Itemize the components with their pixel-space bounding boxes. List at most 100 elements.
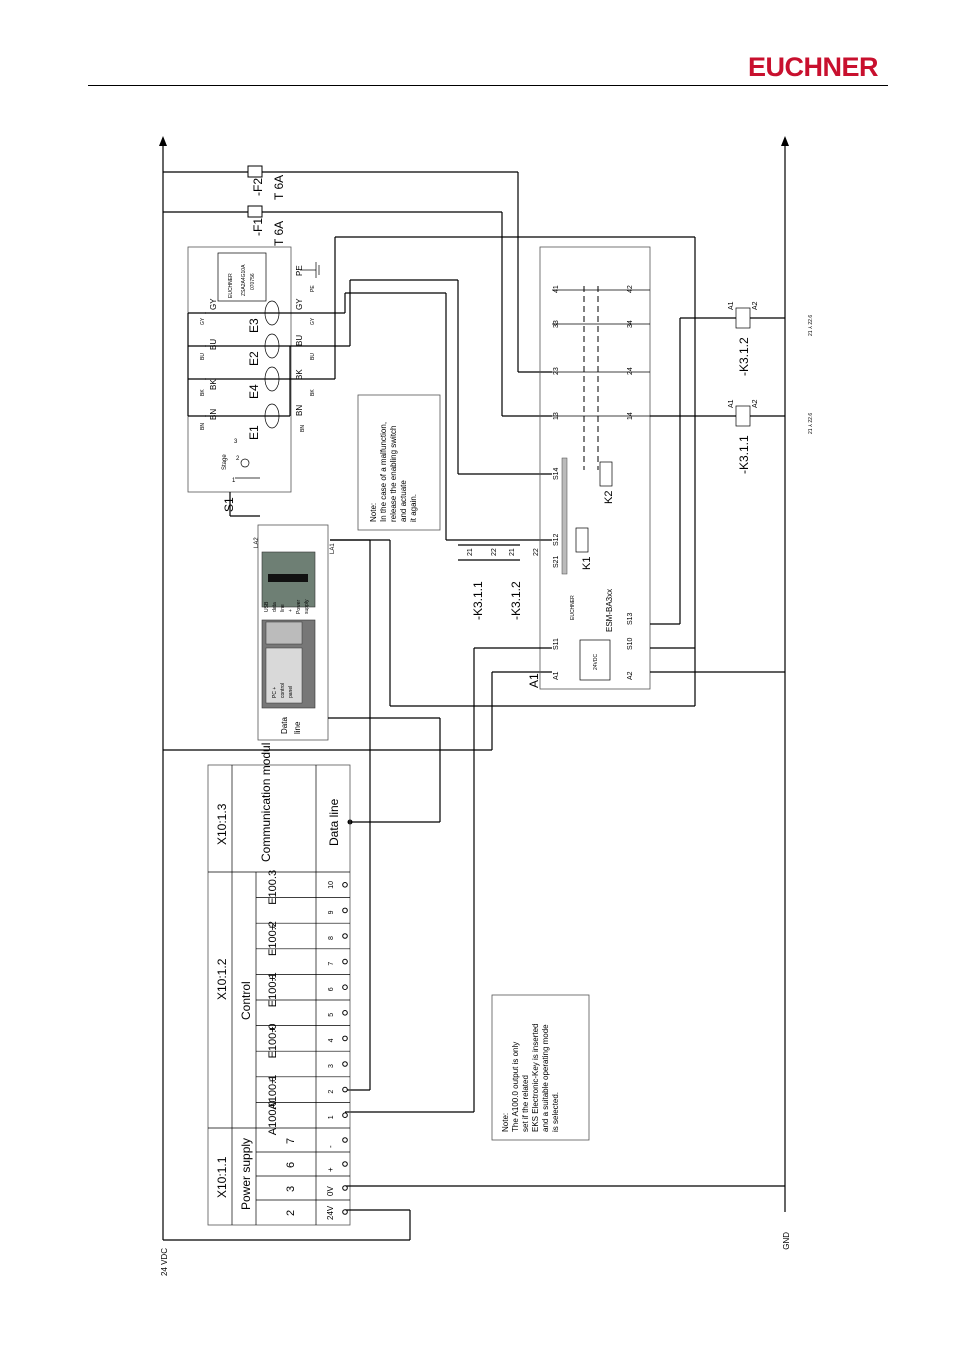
fuse-f1: -F1 T 6A [163,205,552,417]
control-signal: E100.1 [267,972,279,1007]
ground-rail-label: GND [782,1232,791,1250]
svg-text:24: 24 [627,367,634,375]
control-signal: E100.2 [267,921,279,956]
svg-text:A1: A1 [553,671,560,680]
contact-refs: -K3.1.1 -K3.1.2 21 22 21 22 [458,544,540,620]
relay-module-a1: A1 ESM-BA3xx EUCHNER 24VDC 13 23 33 41 1… [527,246,651,690]
svg-text:21 ⅄ 22.6: 21 ⅄ 22.6 [808,413,814,434]
svg-text:S14: S14 [553,467,560,480]
note-output: Note: The A100.0 output is only set if t… [491,994,590,1141]
s1-logo: EUCHNER [228,273,234,298]
svg-text:is selected.: is selected. [551,1092,560,1132]
svg-text:GY: GY [295,298,304,310]
control-pin: 4 [328,1038,335,1042]
svg-text:release the enabling switch: release the enabling switch [389,425,398,522]
contactor-k3-1-2: A1 A2 -K3.1.2 21 ⅄ 22.6 [728,301,814,376]
contactor-k3-1-1: A1 A2 -K3.1.1 21 ⅄ 22.6 [728,399,814,474]
power-signal: - [326,1145,335,1148]
svg-text:BK: BK [310,389,316,396]
svg-text:A2: A2 [627,671,634,680]
svg-text:BN: BN [209,409,218,420]
svg-text:GY: GY [200,317,206,325]
power-pin: 2 [285,1210,297,1216]
svg-text:42: 42 [627,285,634,293]
svg-text:data: data [272,602,278,612]
svg-text:BN: BN [295,405,304,416]
svg-text:A2: A2 [752,399,759,408]
svg-text:-K3.1.2: -K3.1.2 [509,581,523,620]
svg-text:LA2: LA2 [254,537,260,548]
svg-text:21 ⅄ 22.6: 21 ⅄ 22.6 [808,315,814,336]
svg-text:BN: BN [200,423,206,430]
svg-text:S21: S21 [553,555,560,568]
brand-logo: EUCHNER [748,52,879,82]
svg-text:22: 22 [533,548,540,556]
control-pin: 6 [328,987,335,991]
header-rule [88,85,888,86]
svg-text:41: 41 [553,285,560,293]
control-pin: 7 [328,962,335,966]
control-signal: A100.1 [267,1075,279,1110]
power-signal: + [326,1167,335,1172]
svg-text:set if the related: set if the related [521,1075,530,1132]
supply-rail-label: 24 VDC [160,1248,169,1276]
svg-text:BN: BN [300,425,306,432]
svg-text:PC +: PC + [272,687,278,698]
svg-text:PE: PE [310,285,316,292]
svg-text:A2: A2 [752,301,759,310]
svg-text:A1: A1 [527,673,541,688]
svg-text:E1: E1 [247,425,261,440]
svg-text:K1: K1 [581,557,593,570]
control-terminal [342,907,348,914]
svg-text:GY: GY [209,298,218,310]
control-pin: 1 [328,1115,335,1119]
control-terminal [342,882,348,888]
svg-text:Note:: Note: [369,503,378,522]
contact-e3: E3 [205,300,290,333]
svg-text:EKS Electronic-Key is inserted: EKS Electronic-Key is inserted [531,1024,540,1133]
svg-text:24VDC: 24VDC [593,653,599,670]
control-terminal [342,1035,348,1042]
stage-label: Stage [222,454,228,470]
svg-text:LA1: LA1 [330,543,336,554]
svg-text:E2: E2 [247,351,261,366]
control-terminal [342,1086,348,1093]
svg-text:S12: S12 [553,533,560,546]
svg-text:BK: BK [295,369,304,380]
svg-text:23: 23 [553,367,560,375]
control-signal: E100.0 [267,1024,279,1059]
power-signal: 0V [326,1186,335,1196]
svg-text:K2: K2 [603,491,615,504]
control-terminal [342,1010,348,1016]
enabling-switch-s1: S1 EUCHNER ZSA2A4G10A 070756 Stage 1 2 3… [187,246,320,512]
control-signal: E100.3 [267,870,279,905]
stage-1: 1 [232,478,236,484]
fuse-f2-rating: T 6A [272,175,286,200]
svg-text:21: 21 [509,548,516,556]
svg-text:BK: BK [209,379,218,390]
control-signal: + [267,1026,279,1032]
power-terminal [342,1137,348,1143]
contact-e4: E4 [205,366,290,399]
svg-text:ESM-BA3xx: ESM-BA3xx [605,589,614,632]
svg-text:USB: USB [264,601,270,612]
control-terminal [342,958,348,965]
svg-text:A1: A1 [728,399,735,408]
power-terminal [342,1161,348,1167]
s1-part-2: 070756 [250,273,256,290]
svg-text:S11: S11 [553,638,560,650]
contact-e1: E1 [205,403,290,440]
ground-rail: GND [781,136,791,1250]
svg-text:S13: S13 [627,612,634,625]
control-terminal [342,1061,348,1067]
control-pin: 2 [328,1090,335,1094]
stage-2: 2 [236,456,240,462]
control-pin: 3 [328,1064,335,1068]
svg-text:A1: A1 [728,301,735,310]
svg-text:Power supply: Power supply [239,1138,253,1210]
control-pin: 8 [328,936,335,940]
control-terminal [342,933,348,939]
power-pin: 6 [285,1162,297,1168]
svg-text:control: control [280,683,286,698]
